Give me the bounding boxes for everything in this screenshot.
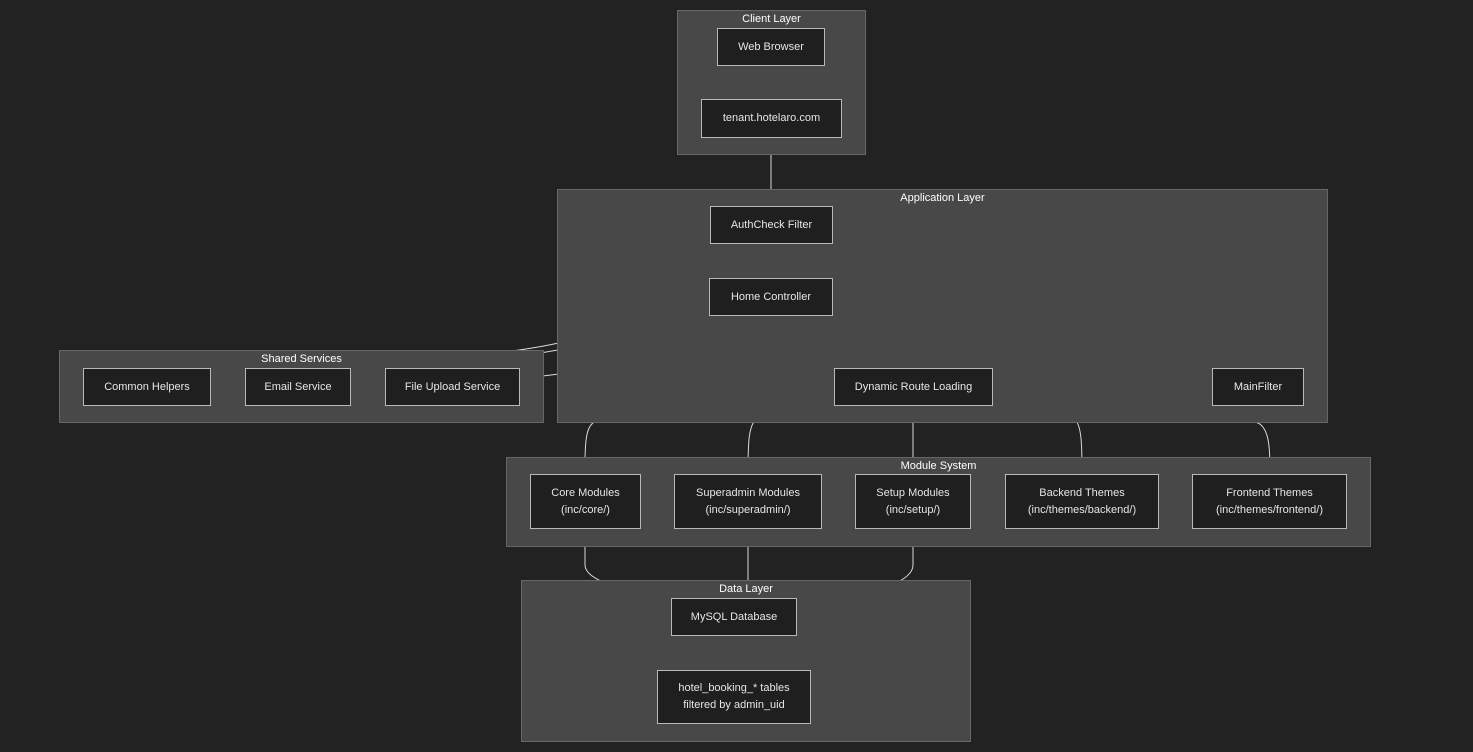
node-web-browser[interactable]: Web Browser — [717, 28, 825, 66]
node-label-line1: Core Modules — [551, 486, 620, 499]
node-label-line2: (inc/setup/) — [885, 503, 941, 516]
node-label-line2: (inc/themes/frontend/) — [1216, 503, 1323, 516]
node-dynamic-route-loading[interactable]: Dynamic Route Loading — [834, 368, 993, 406]
node-setup-modules[interactable]: Setup Modules (inc/setup/) — [855, 474, 971, 529]
node-label: Web Browser — [738, 40, 804, 53]
node-label: Dynamic Route Loading — [854, 380, 973, 393]
node-hotel-booking-tables[interactable]: hotel_booking_* tables filtered by admin… — [657, 670, 811, 724]
node-tenant-domain[interactable]: tenant.hotelaro.com — [701, 99, 842, 138]
node-label: Common Helpers — [104, 380, 190, 393]
node-label-line2: (inc/core/) — [561, 503, 610, 516]
node-mainfilter[interactable]: MainFilter — [1212, 368, 1304, 406]
node-label-line1: hotel_booking_* tables — [678, 682, 790, 694]
node-label-line1: Frontend Themes — [1226, 486, 1313, 499]
node-home-controller[interactable]: Home Controller — [709, 278, 833, 316]
node-superadmin-modules[interactable]: Superadmin Modules (inc/superadmin/) — [674, 474, 822, 529]
node-label-line1: Backend Themes — [1039, 486, 1125, 499]
cluster-title: Shared Services — [261, 353, 342, 365]
node-label-line1: Superadmin Modules — [696, 486, 800, 499]
node-frontend-themes[interactable]: Frontend Themes (inc/themes/frontend/) — [1192, 474, 1347, 529]
node-label-line1: Setup Modules — [876, 486, 950, 499]
node-email-service[interactable]: Email Service — [245, 368, 351, 406]
node-file-upload-service[interactable]: File Upload Service — [385, 368, 520, 406]
node-common-helpers[interactable]: Common Helpers — [83, 368, 211, 406]
node-label-line2: (inc/themes/backend/) — [1027, 503, 1137, 516]
cluster-title: Client Layer — [742, 13, 801, 25]
node-label: Email Service — [264, 380, 332, 393]
node-mysql-database[interactable]: MySQL Database — [671, 598, 797, 636]
node-label: MainFilter — [1233, 380, 1283, 393]
cluster-title: Module System — [900, 460, 977, 472]
node-backend-themes[interactable]: Backend Themes (inc/themes/backend/) — [1005, 474, 1159, 529]
node-label: File Upload Service — [404, 380, 501, 393]
node-authcheck-filter[interactable]: AuthCheck Filter — [710, 206, 833, 244]
node-core-modules[interactable]: Core Modules (inc/core/) — [530, 474, 641, 529]
cluster-title: Application Layer — [900, 192, 985, 204]
cluster-title: Data Layer — [719, 583, 773, 595]
node-label-line2: (inc/superadmin/) — [705, 503, 791, 516]
node-label: Home Controller — [730, 290, 812, 303]
node-label: tenant.hotelaro.com — [722, 112, 821, 124]
node-label: AuthCheck Filter — [730, 218, 813, 231]
node-label: MySQL Database — [690, 610, 778, 623]
node-label-line2: filtered by admin_uid — [683, 699, 785, 711]
